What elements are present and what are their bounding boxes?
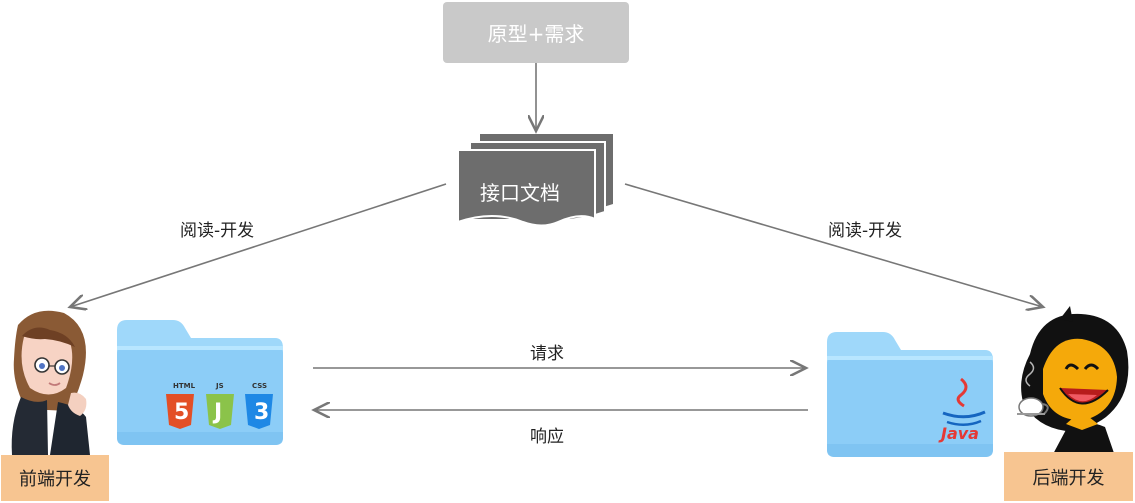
svg-text:CSS: CSS <box>252 382 267 390</box>
svg-text:J: J <box>212 400 222 425</box>
css3-logo: CSS 3 <box>245 382 273 429</box>
prototype-requirements-label: 原型+需求 <box>487 22 585 46</box>
api-document-label: 接口文档 <box>480 181 560 205</box>
request-label: 请求 <box>530 344 564 364</box>
svg-text:3: 3 <box>254 400 269 425</box>
java-logo: Java <box>938 377 986 443</box>
backend-read-develop-label: 阅读-开发 <box>828 221 903 241</box>
svg-text:JS: JS <box>215 382 224 390</box>
api-document-stack <box>457 134 613 227</box>
svg-text:HTML: HTML <box>173 382 196 390</box>
backend-developer-box: 后端开发 <box>1004 452 1133 501</box>
doc-to-frontend-arrow <box>70 183 447 307</box>
javascript-logo: JS J <box>206 382 234 429</box>
backend-developer-label: 后端开发 <box>1032 467 1105 489</box>
frontend-developer-label: 前端开发 <box>19 469 91 490</box>
response-label: 响应 <box>530 427 564 447</box>
backend-developer-avatar <box>1017 306 1129 456</box>
svg-text:Java: Java <box>938 424 979 443</box>
doc-to-backend-arrow <box>624 183 1043 307</box>
svg-text:5: 5 <box>174 400 189 425</box>
backend-folder-icon: Java <box>827 332 993 457</box>
frontend-developer-box: 前端开发 <box>1 455 109 501</box>
frontend-read-develop-label: 阅读-开发 <box>180 221 255 241</box>
frontend-folder-icon: HTML 5 JS J CSS 3 <box>117 320 283 445</box>
frontend-developer-avatar <box>11 310 90 455</box>
prototype-requirements-box: 原型+需求 <box>443 2 629 63</box>
html5-logo: HTML 5 <box>166 382 196 429</box>
